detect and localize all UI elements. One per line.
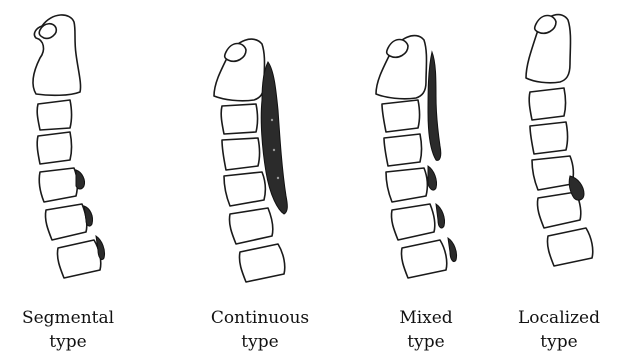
c2-dens [33,15,81,95]
vertebra-c4 [530,122,568,154]
caption-segmental: Segmental type [3,306,133,354]
ossification-mixed-upper [428,52,441,160]
vertebra-c5 [224,172,265,206]
caption-mixed-line1: Mixed [361,306,491,330]
caption-continuous: Continuous type [195,306,325,354]
vertebra-c5 [532,156,573,190]
spine-continuous [214,39,287,282]
vertebra-c5 [386,168,427,202]
vertebra-c7 [547,228,592,266]
vertebra-c3 [529,88,565,120]
caption-localized-line1: Localized [494,306,624,330]
vertebra-c7 [401,240,446,278]
vertebra-c4 [222,138,260,170]
vertebra-c7 [239,244,284,282]
vertebra-c5 [39,168,77,202]
vertebra-c3 [382,100,420,132]
vertebra-c6 [229,208,272,244]
spine-localized [526,15,593,266]
caption-segmental-line1: Segmental [3,306,133,330]
caption-continuous-line1: Continuous [195,306,325,330]
caption-localized-line2: type [494,330,624,354]
vertebra-c7 [57,240,100,278]
vertebra-c3 [221,104,257,134]
ossification-mixed-mid [428,166,437,190]
ossification-mixed-lower [436,204,445,228]
vertebra-c6 [391,204,434,240]
caption-localized: Localized type [494,306,624,354]
vertebra-c4 [384,134,422,166]
ossification-mixed-c7 [448,238,457,262]
ossification-c5 [76,170,85,189]
vertebra-c6 [45,204,86,240]
caption-mixed: Mixed type [361,306,491,354]
spine-mixed [376,36,457,278]
caption-continuous-line2: type [195,330,325,354]
vertebra-c3 [37,100,71,130]
vertebra-c4 [37,132,71,164]
caption-segmental-line2: type [3,330,133,354]
caption-mixed-line2: type [361,330,491,354]
spine-segmental [33,15,104,278]
